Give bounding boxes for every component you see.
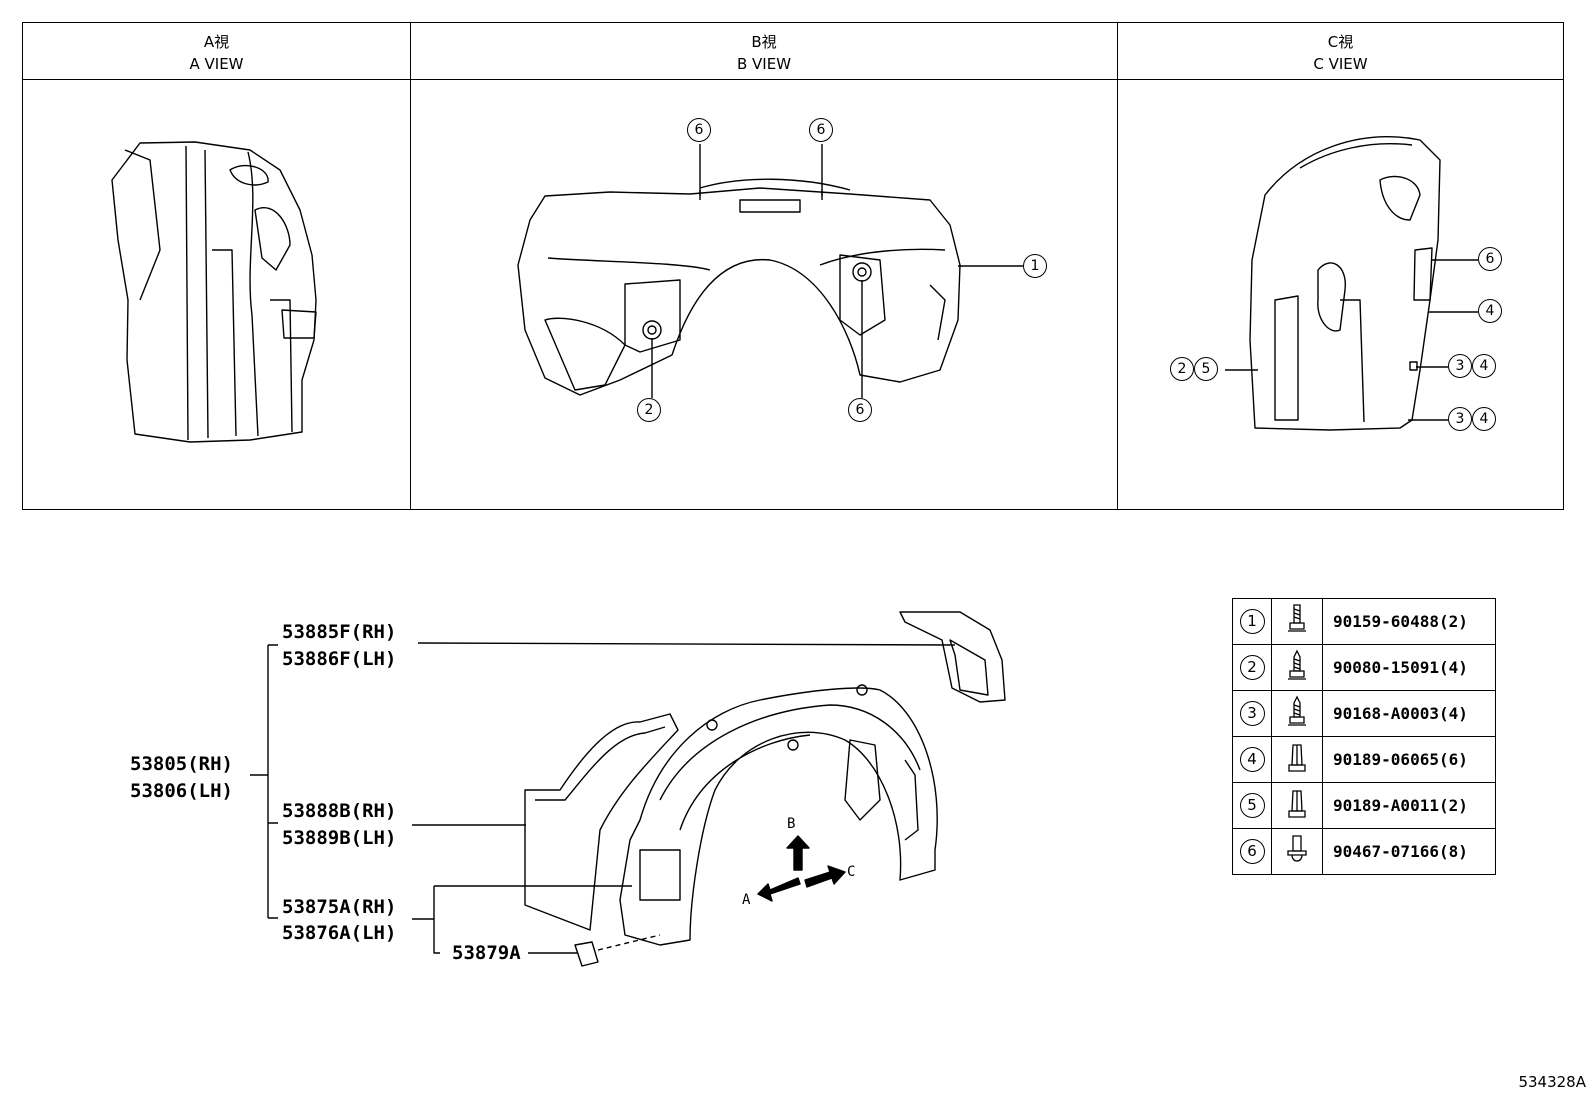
screw-icon (1286, 649, 1308, 687)
b-view-title-jp: B視 (751, 33, 777, 51)
b-view-header: B視 B VIEW (411, 23, 1117, 80)
legend-number: 4 (1239, 747, 1265, 772)
a-view-panel: A視 A VIEW (23, 23, 410, 509)
legend-number-cell: 1 (1232, 598, 1272, 645)
c-view-header: C視 C VIEW (1118, 23, 1563, 80)
part-label-53888b: 53888B(RH) (282, 800, 397, 822)
a-view-title-en: A VIEW (189, 55, 244, 73)
legend-number-cell: 5 (1232, 782, 1272, 829)
upper-pad-53885f (899, 611, 1006, 703)
a-view-header: A視 A VIEW (23, 23, 410, 80)
part-label-53805: 53805(RH) (130, 753, 233, 775)
part-label-53889b: 53889B(LH) (282, 827, 397, 849)
a-view-title-jp: A視 (203, 33, 230, 51)
legend-number: 3 (1239, 701, 1265, 726)
legend-row: 6 90467-07166(8) (1232, 828, 1496, 875)
clip-icon (1286, 743, 1308, 779)
screw-icon (1286, 695, 1308, 733)
legend-icon-cell (1271, 644, 1323, 691)
b-callout-6-right: 6 (809, 118, 833, 142)
legend-number: 5 (1239, 793, 1265, 818)
legend-row: 4 90189-06065(6) (1232, 736, 1496, 783)
direction-label-b: B (787, 816, 796, 832)
legend-icon-cell (1271, 598, 1323, 645)
mud-pad-53888b (524, 713, 679, 931)
part-label-53875a: 53875A(RH) (282, 896, 397, 918)
legend-icon-cell (1271, 690, 1323, 737)
legend-row: 3 90168-A0003(4) (1232, 690, 1496, 737)
b-view-title-en: B VIEW (736, 55, 792, 73)
arrow-c (804, 865, 846, 888)
fastener-legend-table: 1 90159-60488(2) 2 90080-15091(4) 3 90168-A00… (1232, 598, 1496, 875)
legend-part-number: 90467-07166(8) (1322, 828, 1496, 875)
legend-part-number: 90189-06065(6) (1322, 736, 1496, 783)
b-view-liner-drawing (517, 144, 1023, 398)
legend-number: 2 (1239, 655, 1265, 680)
part-label-53876a: 53876A(LH) (282, 922, 397, 944)
part-label-53879a: 53879A (452, 942, 521, 964)
arrow-b (786, 835, 810, 871)
legend-number-cell: 3 (1232, 690, 1272, 737)
a-view-liner-drawing (111, 141, 317, 443)
legend-number: 6 (1239, 839, 1265, 864)
legend-row: 1 90159-60488(2) (1232, 598, 1496, 645)
arrow-a (757, 877, 801, 902)
part-label-53886f: 53886F(LH) (282, 648, 397, 670)
c-view-title-en: C VIEW (1313, 55, 1368, 73)
legend-icon-cell (1271, 828, 1323, 875)
legend-number-cell: 6 (1232, 828, 1272, 875)
legend-icon-cell (1271, 736, 1323, 783)
view-panels: A視 A VIEW B視 B VIEW C視 C VIEW (22, 22, 1564, 510)
push-clip-icon (1286, 834, 1308, 871)
c-callout-6: 6 (1478, 247, 1502, 271)
legend-part-number: 90080-15091(4) (1322, 644, 1496, 691)
legend-number-cell: 2 (1232, 644, 1272, 691)
c-view-liner-drawing (1225, 136, 1478, 431)
diagram-code: 534328A (1518, 1073, 1586, 1091)
legend-number-cell: 4 (1232, 736, 1272, 783)
direction-label-a: A (742, 892, 751, 908)
bolt-icon (1286, 603, 1308, 641)
b-callout-2: 2 (637, 398, 661, 422)
b-callout-6-left: 6 (687, 118, 711, 142)
c-view-panel: C視 C VIEW (1117, 23, 1563, 509)
b-callout-6-bottom: 6 (848, 398, 872, 422)
legend-part-number: 90189-A0011(2) (1322, 782, 1496, 829)
c-callout-4: 4 (1478, 299, 1502, 323)
c-view-title-jp: C視 (1327, 33, 1354, 51)
legend-icon-cell (1271, 782, 1323, 829)
legend-number: 1 (1239, 609, 1265, 634)
direction-label-c: C (847, 864, 856, 880)
legend-row: 5 90189-A0011(2) (1232, 782, 1496, 829)
part-label-53885f: 53885F(RH) (282, 621, 397, 643)
part-label-53806: 53806(LH) (130, 780, 233, 802)
legend-row: 2 90080-15091(4) (1232, 644, 1496, 691)
legend-part-number: 90159-60488(2) (1322, 598, 1496, 645)
clip-icon (1286, 789, 1308, 825)
main-liner-53875a (619, 687, 938, 946)
exploded-view-drawing (250, 611, 1006, 967)
clip-53879a (574, 941, 599, 967)
b-view-panel: B視 B VIEW (410, 23, 1117, 509)
legend-part-number: 90168-A0003(4) (1322, 690, 1496, 737)
b-callout-1: 1 (1023, 254, 1047, 278)
